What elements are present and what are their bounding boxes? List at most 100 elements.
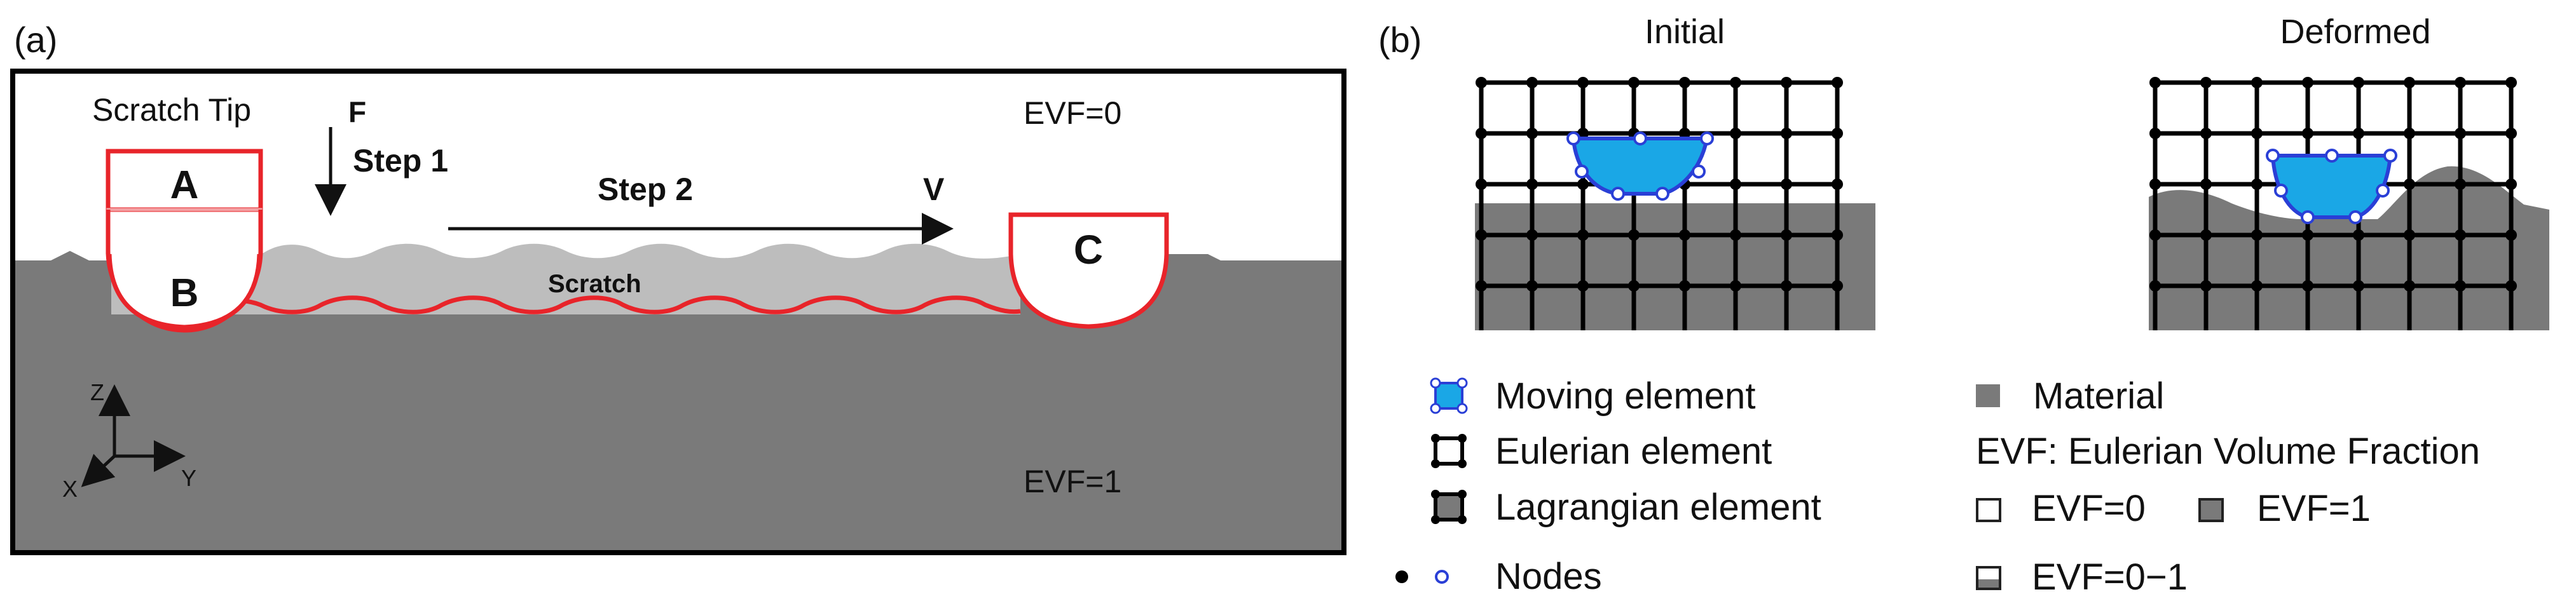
deformed-grid-node — [2353, 331, 2364, 342]
deformed-grid-node — [2505, 128, 2517, 139]
deformed-grid-node — [2404, 229, 2415, 241]
initial-grid-node — [1476, 179, 1487, 190]
legend-material: Material — [2033, 375, 2164, 417]
scratch-label: Scratch — [548, 270, 641, 298]
legend-nodes: Nodes — [1495, 556, 1602, 597]
evf1-icon — [2198, 498, 2224, 522]
initial-grid-node — [1832, 179, 1843, 190]
initial-grid-node — [1781, 179, 1792, 190]
initial-grid-node — [1577, 331, 1589, 342]
deformed-grid-node — [2455, 77, 2466, 88]
deformed-grid-node — [2455, 128, 2466, 139]
deformed-moving-node — [2266, 149, 2280, 163]
deformed-grid-node — [2404, 179, 2415, 190]
initial-grid-node — [1526, 128, 1538, 139]
panel-a-label: (a) — [14, 20, 57, 60]
initial-grid-node — [1832, 77, 1843, 88]
initial-grid-node — [1526, 179, 1538, 190]
deformed-grid-node — [2505, 179, 2517, 190]
deformed-grid-node — [2200, 179, 2212, 190]
axis-x-label: X — [62, 476, 78, 502]
tip-a: A — [106, 149, 263, 212]
tip-b: B — [106, 208, 263, 333]
initial-grid-node — [1526, 280, 1538, 292]
deformed-grid-node — [2200, 331, 2212, 342]
deformed-grid-node — [2353, 128, 2364, 139]
initial-grid-node — [1476, 128, 1487, 139]
deformed-grid-node — [2505, 229, 2517, 241]
deformed-grid-node — [2455, 179, 2466, 190]
initial-grid-node — [1781, 229, 1792, 241]
initial-grid-node — [1628, 229, 1640, 241]
deformed-grid-node — [2251, 280, 2263, 292]
initial-grid-node — [1476, 229, 1487, 241]
initial-grid-node — [1577, 128, 1589, 139]
deformed-grid-node — [2505, 331, 2517, 342]
initial-moving-node — [1566, 131, 1580, 145]
initial-grid-node — [1679, 280, 1690, 292]
initial-grid-node — [1730, 229, 1741, 241]
initial-grid-node — [1730, 77, 1741, 88]
initial-grid-node — [1730, 331, 1741, 342]
deformed-grid-node — [2251, 77, 2263, 88]
groove-base — [184, 318, 1030, 330]
initial-grid-node — [1781, 77, 1792, 88]
initial-grid-node — [1526, 229, 1538, 241]
lagrangian-element-icon — [1434, 492, 1464, 522]
deformed-grid-node — [2200, 280, 2212, 292]
initial-grid-node — [1476, 280, 1487, 292]
legend-evf01: EVF=0−1 — [2032, 556, 2188, 598]
deformed-grid-node — [2149, 128, 2161, 139]
deformed-material — [2149, 166, 2549, 330]
deformed-moving-node — [2274, 184, 2288, 198]
deformed-grid-node — [2404, 331, 2415, 342]
initial-grid-node — [1781, 128, 1792, 139]
scratch-groove-line — [199, 295, 1021, 314]
deformed-grid-node — [2505, 77, 2517, 88]
deformed-grid-node — [2149, 280, 2161, 292]
initial-moving-node — [1575, 165, 1589, 179]
solid-node-icon — [1395, 570, 1408, 583]
deformed-moving-node — [2325, 149, 2339, 163]
tip-c: C — [1008, 212, 1169, 329]
eulerian-element-icon — [1434, 436, 1464, 466]
deformed-mesh — [2149, 76, 2549, 342]
initial-moving-node — [1692, 165, 1706, 179]
deformed-grid-node — [2353, 280, 2364, 292]
deformed-grid-node — [2251, 331, 2263, 342]
initial-grid-node — [1679, 128, 1690, 139]
initial-grid-node — [1526, 331, 1538, 342]
deformed-grid-node — [2455, 331, 2466, 342]
legend-lagrangian-element: Lagrangian element — [1495, 487, 1821, 528]
moving-element-icon — [1434, 382, 1463, 410]
deformed-grid-node — [2404, 128, 2415, 139]
initial-grid-node — [1832, 229, 1843, 241]
initial-grid-node — [1781, 280, 1792, 292]
initial-grid-node — [1679, 331, 1690, 342]
legend-evf-definition: EVF: Eulerian Volume Fraction — [1976, 431, 2480, 472]
deformed-moving-node — [2383, 149, 2397, 163]
deformed-title: Deformed — [2280, 13, 2430, 51]
deformed-grid-node — [2404, 77, 2415, 88]
panel-b-label: (b) — [1378, 20, 1422, 60]
initial-grid-node — [1476, 77, 1487, 88]
initial-grid-node — [1577, 77, 1589, 88]
step2-label: Step 2 — [598, 172, 693, 207]
initial-grid-node — [1730, 280, 1741, 292]
initial-grid-node — [1781, 331, 1792, 342]
deformed-grid-node — [2302, 280, 2313, 292]
legend-evf0: EVF=0 — [2032, 488, 2146, 529]
deformed-grid-node — [2353, 229, 2364, 241]
coordinate-axes: Z X Y — [62, 379, 196, 502]
deformed-grid-node — [2302, 128, 2313, 139]
legend-evf1: EVF=1 — [2257, 488, 2371, 529]
tip-b-label: B — [170, 271, 199, 315]
deformed-grid-node — [2200, 229, 2212, 241]
hollow-node-icon — [1435, 570, 1449, 584]
initial-grid-node — [1832, 280, 1843, 292]
deformed-grid-node — [2149, 77, 2161, 88]
initial-grid-node — [1832, 331, 1843, 342]
initial-material — [1475, 203, 1875, 330]
deformed-grid-node — [2251, 128, 2263, 139]
initial-moving-node — [1611, 187, 1625, 201]
